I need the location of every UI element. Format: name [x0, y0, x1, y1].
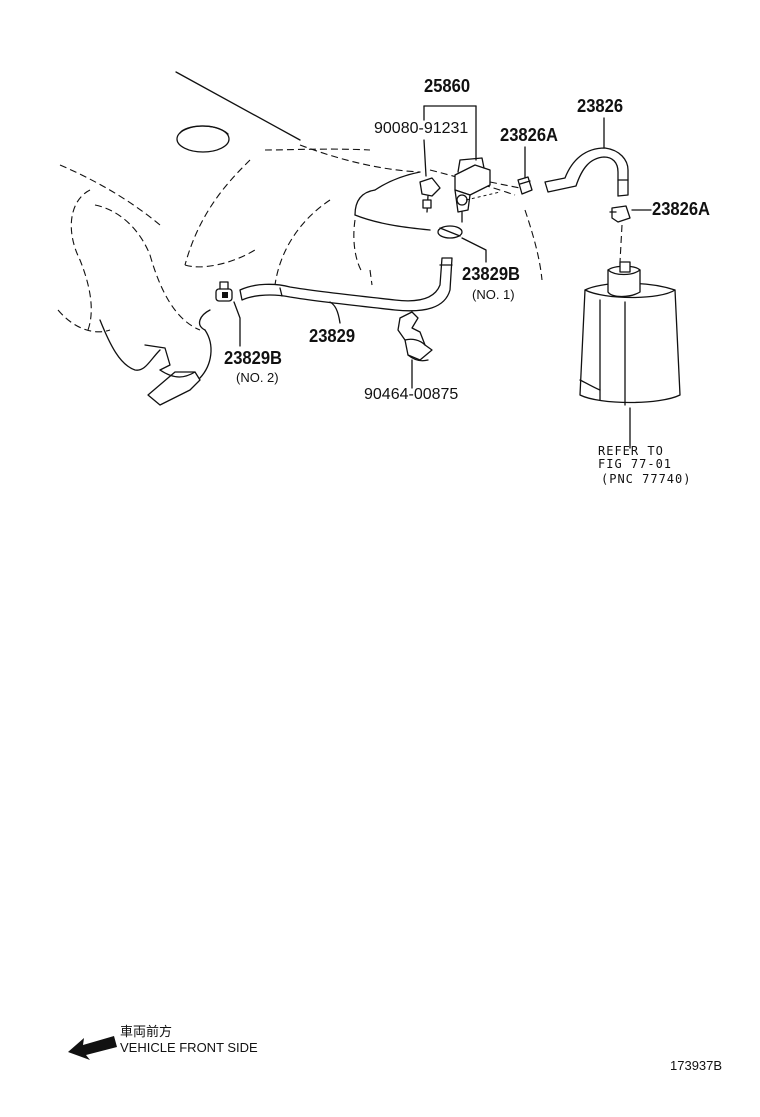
label-23826a-top: 23826A: [500, 125, 559, 145]
label-23829b-no1: 23829B: [462, 264, 521, 284]
figure-id: 173937B: [670, 1058, 723, 1073]
label-23829b-no2-note: (NO. 2): [236, 370, 279, 385]
label-23829b-no2: 23829B: [224, 348, 283, 368]
leader-lines: [233, 105, 652, 449]
clamp-23826a-right: [609, 205, 631, 263]
label-23829: 23829: [309, 326, 356, 346]
front-arrow-icon: [68, 1036, 117, 1060]
clip-90464-00875: [397, 311, 433, 362]
front-side-japanese: 車両前方: [120, 1024, 173, 1039]
clamp-23826a-top: [517, 176, 533, 195]
hose-23826: [544, 147, 629, 197]
label-25860: 25860: [424, 76, 471, 96]
clamp-23829b-no2: [215, 281, 233, 302]
label-90464-00875: 90464-00875: [364, 386, 459, 403]
label-23826a-right: 23826A: [652, 199, 711, 219]
charcoal-canister: [579, 261, 681, 406]
valve-25860: [419, 157, 521, 223]
refer-line-3: (PNC 77740): [601, 472, 692, 486]
hose-23829: [239, 257, 453, 312]
engine-outline: [57, 71, 543, 406]
label-90080-91231: 90080-91231: [374, 120, 469, 137]
clamp-23829b-no1: [437, 225, 463, 239]
front-side-english: VEHICLE FRONT SIDE: [120, 1040, 258, 1055]
refer-line-1: REFER TO: [598, 444, 664, 458]
refer-line-2: FIG 77-01: [598, 457, 673, 471]
label-23829b-no1-note: (NO. 1): [472, 287, 515, 302]
label-23826: 23826: [577, 96, 624, 116]
